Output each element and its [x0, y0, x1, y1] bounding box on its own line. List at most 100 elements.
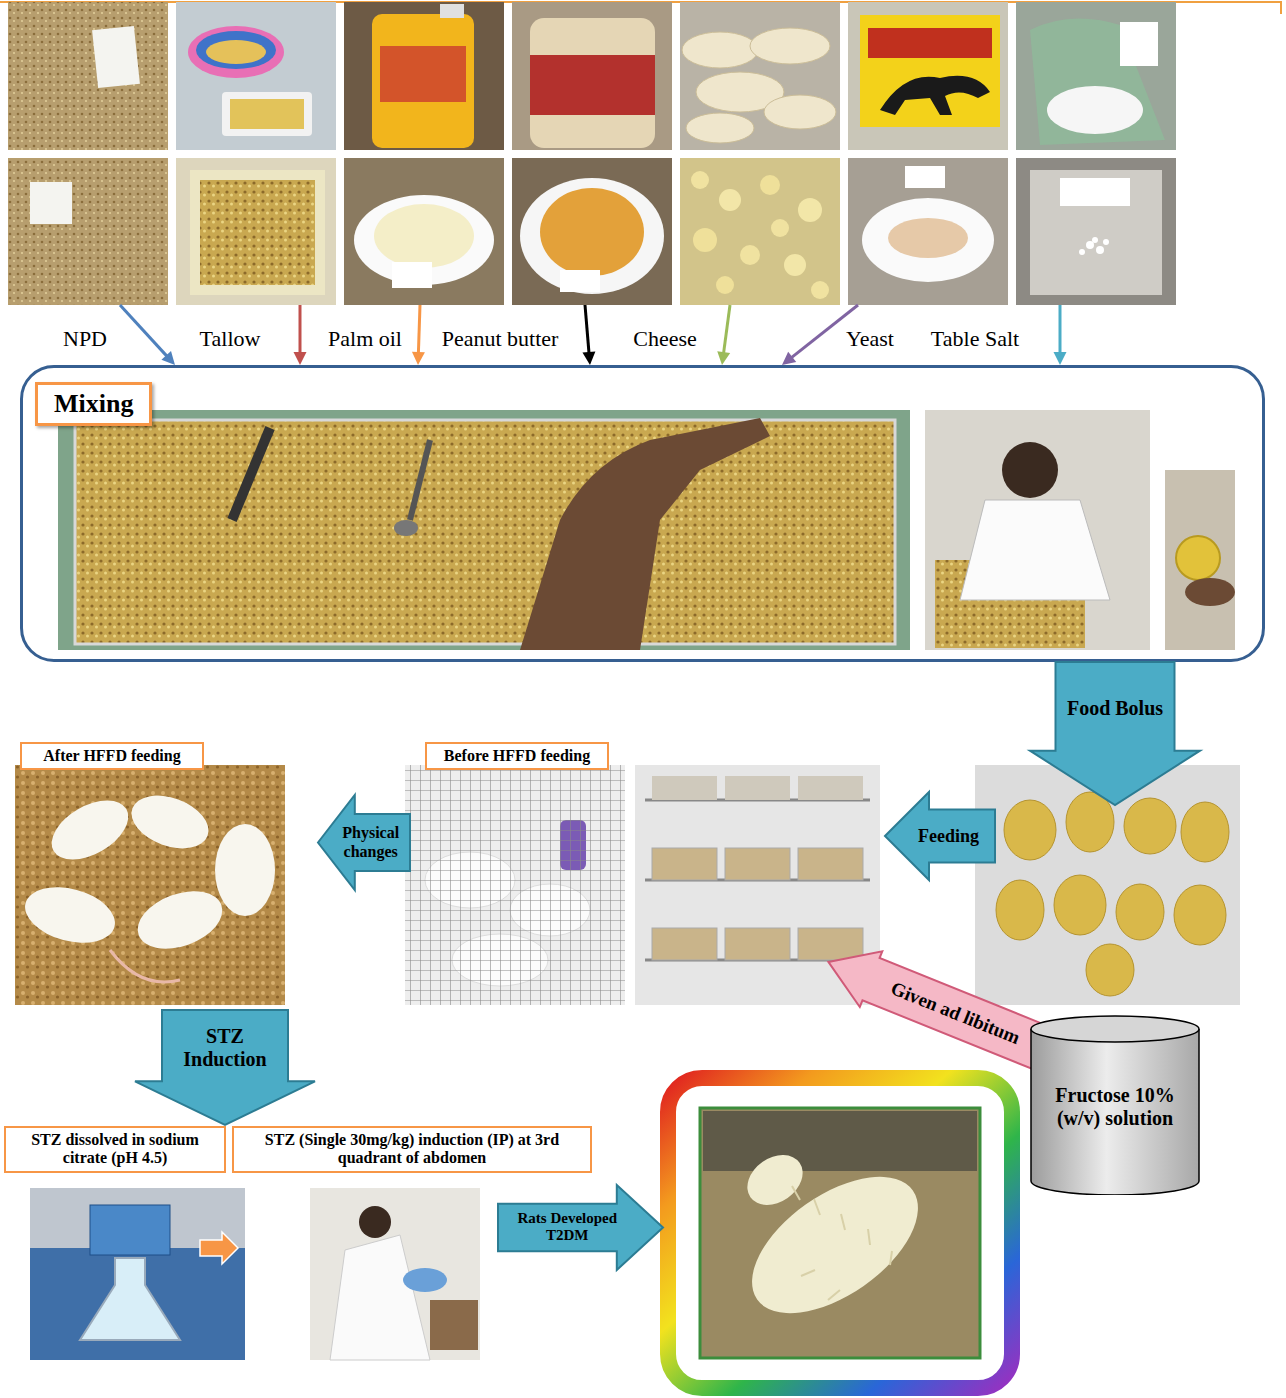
table-salt-photo	[1016, 158, 1176, 305]
ingredient-arrow	[582, 305, 595, 365]
cheese-photo	[682, 32, 758, 68]
cheese-photo	[686, 113, 754, 143]
palm-oil-photo	[372, 14, 474, 148]
rats-after-photo	[15, 765, 285, 1005]
supply-arrow: Given ad libitum	[817, 934, 1053, 1076]
cage-rack-photo	[652, 848, 717, 880]
cheese-photo	[716, 276, 734, 294]
yeast-photo	[888, 218, 968, 258]
mixing-tray-photo	[410, 440, 430, 520]
food-bolus-photo	[1116, 884, 1164, 940]
rats-before-photo	[405, 765, 625, 1005]
cheese-photo	[691, 171, 709, 189]
arrow-head	[782, 352, 796, 365]
node-text: Fructose 10% (w/v) solution	[1040, 1084, 1190, 1130]
npd-photo	[8, 2, 168, 305]
tallow-photo	[176, 158, 336, 305]
block-arrow: STZ Induction	[135, 1010, 315, 1125]
stz-beaker-photo	[90, 1205, 170, 1255]
table-salt-photo	[1096, 246, 1104, 254]
arrow-head	[582, 352, 595, 365]
node-text: Tallow	[198, 326, 263, 351]
text-area: STZ Induction	[166, 1014, 284, 1081]
arrow-head	[717, 351, 730, 365]
cage-rack-photo	[798, 928, 863, 960]
node-text: Before HFFD feeding	[433, 747, 601, 765]
block-arrow: Feeding	[885, 792, 995, 880]
rats-after-photo	[215, 824, 275, 916]
arrow-head	[412, 352, 425, 365]
rats-after-photo	[110, 950, 180, 982]
rats-after-photo	[42, 788, 139, 872]
caption-box: After HFFD feeding	[20, 742, 204, 770]
mixing-tray-photo	[232, 428, 270, 520]
table-salt-photo	[1103, 239, 1109, 245]
yeast-photo	[848, 2, 1008, 150]
stz-beaker-photo	[200, 1232, 238, 1264]
cheese-photo	[771, 219, 789, 237]
table-salt-photo	[1016, 2, 1176, 150]
rats-after-photo	[130, 881, 230, 960]
stz-injection-photo	[310, 1188, 480, 1360]
table-salt-photo	[1079, 249, 1085, 255]
food-bolus-photo	[1066, 792, 1114, 852]
block-arrow: Food Bolus	[1030, 662, 1200, 805]
mixing-tray-photo	[394, 520, 418, 536]
yeast-photo	[862, 198, 994, 282]
tallow-photo	[196, 31, 276, 69]
ingredient-arrow	[412, 305, 425, 365]
npd-photo	[8, 158, 168, 305]
palm-oil-photo	[440, 4, 464, 18]
cheese-photo	[811, 281, 829, 299]
diabetic-rat-photo	[668, 1078, 1012, 1388]
text-area: Food Bolus	[1060, 666, 1171, 751]
stz-injection-photo	[359, 1206, 391, 1238]
palm-oil-photo	[344, 2, 504, 150]
cage-rack-photo	[725, 928, 790, 960]
peanut-butter-photo	[520, 178, 664, 294]
table-salt-photo	[1120, 22, 1158, 66]
tallow-photo	[190, 170, 325, 295]
node-text: NPD	[61, 326, 109, 351]
node-text: Palm oil	[326, 326, 404, 351]
yeast-photo	[905, 166, 945, 188]
arrow-line	[1059, 305, 1062, 355]
stz-beaker-photo	[80, 1258, 180, 1340]
cheese-photo	[680, 158, 840, 305]
yeast-photo	[848, 2, 1008, 305]
node-text: After HFFD feeding	[28, 747, 196, 765]
palm-oil-photo	[380, 46, 466, 102]
cheese-photo	[680, 2, 840, 305]
stz-beaker-photo	[30, 1188, 245, 1360]
cylinder-body	[1031, 1029, 1199, 1195]
mixing-tray-photo	[58, 410, 910, 650]
yeast-photo	[848, 158, 1008, 305]
ingredient-column: Cheese	[680, 0, 840, 305]
node-text: Yeast	[844, 326, 896, 351]
cage-rack-photo	[798, 848, 863, 880]
rats-after-photo	[15, 765, 285, 1005]
peanut-butter-photo	[540, 188, 644, 276]
tallow-photo	[188, 26, 284, 78]
ingredient-arrow	[120, 305, 175, 365]
food-bolus-photo	[1086, 944, 1134, 996]
diabetic-rat-photo	[792, 1186, 892, 1300]
node-text: STZ dissolved in sodium citrate (pH 4.5)	[12, 1131, 218, 1168]
cage-rack-photo	[652, 928, 717, 960]
node-text: Physical changes	[336, 824, 405, 861]
table-salt-photo	[1030, 19, 1165, 145]
tallow-photo	[206, 40, 266, 64]
supply-arrow-shape	[817, 934, 1053, 1076]
arrow-head	[294, 352, 307, 365]
node-text: Food Bolus	[1067, 697, 1163, 720]
bolus-ball-photo	[1185, 578, 1235, 606]
node-text: Mixing	[35, 382, 152, 426]
cage-rack-photo	[652, 776, 717, 800]
arrow-line	[299, 305, 302, 355]
tallow-photo	[222, 92, 312, 136]
block-arrow: Rats Developed T2DM	[498, 1185, 663, 1270]
stz-injection-photo	[330, 1235, 430, 1360]
cheese-photo	[784, 254, 806, 276]
palm-oil-photo	[344, 158, 504, 305]
block-arrow-shape	[885, 792, 995, 880]
